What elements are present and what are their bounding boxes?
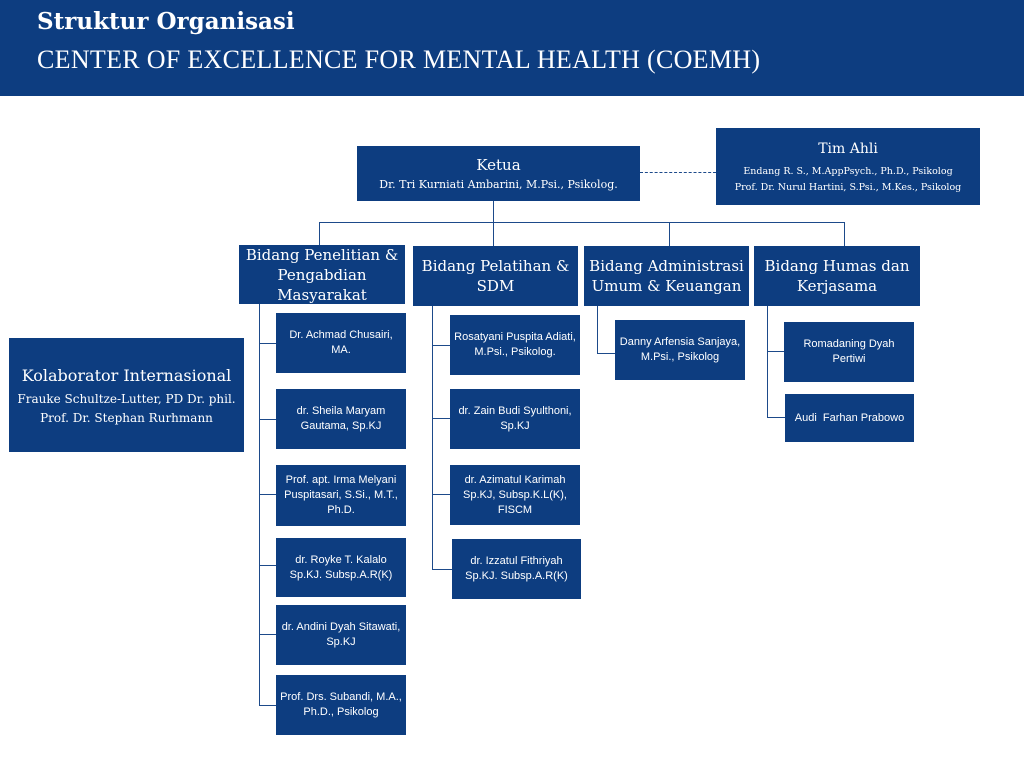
kolaborator-member: Frauke Schultze-Lutter, PD Dr. phil. [17,391,236,406]
member-name: Prof. apt. Irma Melyani Puspitasari, S.S… [284,474,398,516]
member-name: dr. Azimatul Karimah Sp.KJ, Subsp.K.L(K)… [463,473,567,516]
page-subtitle: CENTER OF EXCELLENCE FOR MENTAL HEALTH (… [37,45,761,74]
member-box: Rosatyani Puspita Adiati, M.Psi., Psikol… [450,315,580,375]
connector-div4-m1 [767,351,785,352]
connector-div2 [493,222,494,246]
tim-ahli-box: Tim Ahli Endang R. S., M.AppPsych., Ph.D… [716,128,980,205]
kolaborator-member: Prof. Dr. Stephan Rurhmann [40,410,213,425]
member-box: Romadaning Dyah Pertiwi [784,322,914,382]
connector-div1-m5 [259,634,277,635]
page-header: Struktur Organisasi CENTER OF EXCELLENCE… [0,0,1024,96]
member-box: dr. Andini Dyah Sitawati, Sp.KJ [276,605,406,665]
tim-ahli-title: Tim Ahli [818,140,878,157]
ketua-box: Ketua Dr. Tri Kurniati Ambarini, M.Psi.,… [357,146,640,201]
kolaborator-title: Kolaborator Internasional [21,365,232,385]
member-box: Dr. Achmad Chusairi, MA. [276,313,406,373]
member-name: Prof. Drs. Subandi, M.A., Ph.D., Psikolo… [280,691,402,718]
connector-div3-m1 [597,353,616,354]
member-name: Rosatyani Puspita Adiati, M.Psi., Psikol… [454,331,576,358]
connector-ketua-down [493,201,494,223]
connector-div4-m2 [767,417,786,418]
member-name: dr. Sheila Maryam Gautama, Sp.KJ [296,405,386,432]
division-title: Bidang Humas dan Kerjasama [764,257,910,295]
connector-div3 [669,222,670,246]
kolaborator-box: Kolaborator Internasional Frauke Schultz… [9,338,244,452]
ketua-name: Dr. Tri Kurniati Ambarini, M.Psi., Psiko… [379,178,618,191]
connector-div1-trunk [259,304,260,706]
member-name: dr. Zain Budi Syulthoni, Sp.KJ [458,405,572,432]
connector-div1 [319,222,320,246]
division-title: Bidang Administrasi Umum & Keuangan [589,257,744,295]
connector-div1-m2 [259,419,277,420]
member-name: Romadaning Dyah Pertiwi [803,338,895,365]
connector-div1-m6 [259,705,277,706]
division-title: Bidang Pelatihan & SDM [421,257,570,295]
member-box: dr. Azimatul Karimah Sp.KJ, Subsp.K.L(K)… [450,465,580,525]
member-name: Audi Farhan Prabowo [794,411,905,424]
connector-div2-m3 [432,494,451,495]
connector-div4 [844,222,845,246]
member-box: dr. Sheila Maryam Gautama, Sp.KJ [276,389,406,449]
connector-div2-trunk [432,306,433,570]
connector-div2-m4 [432,569,453,570]
member-box: dr. Royke T. Kalalo Sp.KJ. Subsp.A.R(K) [276,538,406,597]
member-name: dr. Andini Dyah Sitawati, Sp.KJ [281,621,401,648]
division-box-pelatihan: Bidang Pelatihan & SDM [413,246,578,306]
connector-div4-trunk [767,306,768,418]
connector-tim-ahli [640,172,716,173]
connector-div1-m1 [259,343,277,344]
member-name: Danny Arfensia Sanjaya, M.Psi., Psikolog [619,336,741,363]
member-name: dr. Izzatul Fithriyah Sp.KJ. Subsp.A.R(K… [465,555,568,582]
member-box: Audi Farhan Prabowo [785,394,914,442]
member-box: Prof. apt. Irma Melyani Puspitasari, S.S… [276,465,406,526]
ketua-title: Ketua [476,156,521,174]
tim-ahli-member: Endang R. S., M.AppPsych., Ph.D., Psikol… [743,165,953,177]
connector-div2-m1 [432,345,451,346]
member-name: Dr. Achmad Chusairi, MA. [289,329,393,356]
connector-div1-m4 [259,565,277,566]
tim-ahli-member: Prof. Dr. Nurul Hartini, S.Psi., M.Kes.,… [734,181,962,193]
connector-horizontal-bus [319,222,845,223]
member-box: Danny Arfensia Sanjaya, M.Psi., Psikolog [615,320,745,380]
member-box: Prof. Drs. Subandi, M.A., Ph.D., Psikolo… [276,675,406,735]
member-box: dr. Izzatul Fithriyah Sp.KJ. Subsp.A.R(K… [452,539,581,599]
member-box: dr. Zain Budi Syulthoni, Sp.KJ [450,389,580,449]
connector-div2-m2 [432,418,451,419]
page-title: Struktur Organisasi [37,8,295,35]
member-name: dr. Royke T. Kalalo Sp.KJ. Subsp.A.R(K) [289,553,393,581]
division-box-humas: Bidang Humas dan Kerjasama [754,246,920,306]
division-box-penelitian: Bidang Penelitian & Pengabdian Masyaraka… [239,245,405,304]
division-box-administrasi: Bidang Administrasi Umum & Keuangan [584,246,749,306]
connector-div1-m3 [259,494,277,495]
division-title: Bidang Penelitian & Pengabdian Masyaraka… [245,245,399,304]
connector-div3-trunk [597,306,598,354]
